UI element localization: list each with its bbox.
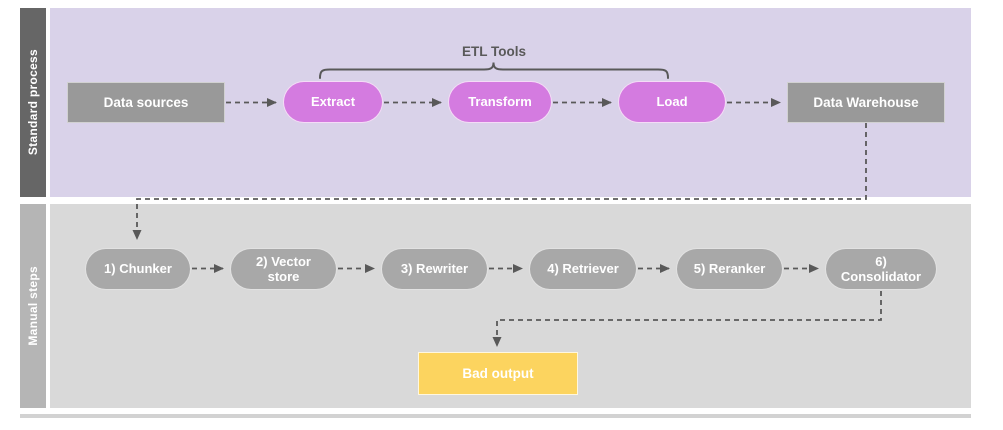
- node-vector-store: 2) Vector store: [230, 248, 337, 290]
- node-load: Load: [618, 81, 726, 123]
- node-consolidator: 6) Consolidator: [825, 248, 937, 290]
- node-chunker: 1) Chunker: [85, 248, 191, 290]
- lane-standard-process-label: Standard process: [26, 49, 40, 156]
- node-retriever: 4) Retriever: [529, 248, 637, 290]
- node-bad-output: Bad output: [418, 352, 578, 395]
- node-data-sources: Data sources: [67, 82, 225, 123]
- node-data-warehouse: Data Warehouse: [787, 82, 945, 123]
- etl-tools-caption: ETL Tools: [462, 44, 526, 59]
- lane-manual-steps-bar: Manual steps: [20, 204, 46, 408]
- node-extract: Extract: [283, 81, 383, 123]
- lane-divider-strip: [20, 414, 971, 418]
- lane-manual-steps-label: Manual steps: [26, 266, 40, 346]
- node-reranker: 5) Reranker: [676, 248, 783, 290]
- lane-standard-process-bar: Standard process: [20, 8, 46, 197]
- node-transform: Transform: [448, 81, 552, 123]
- node-rewriter: 3) Rewriter: [381, 248, 488, 290]
